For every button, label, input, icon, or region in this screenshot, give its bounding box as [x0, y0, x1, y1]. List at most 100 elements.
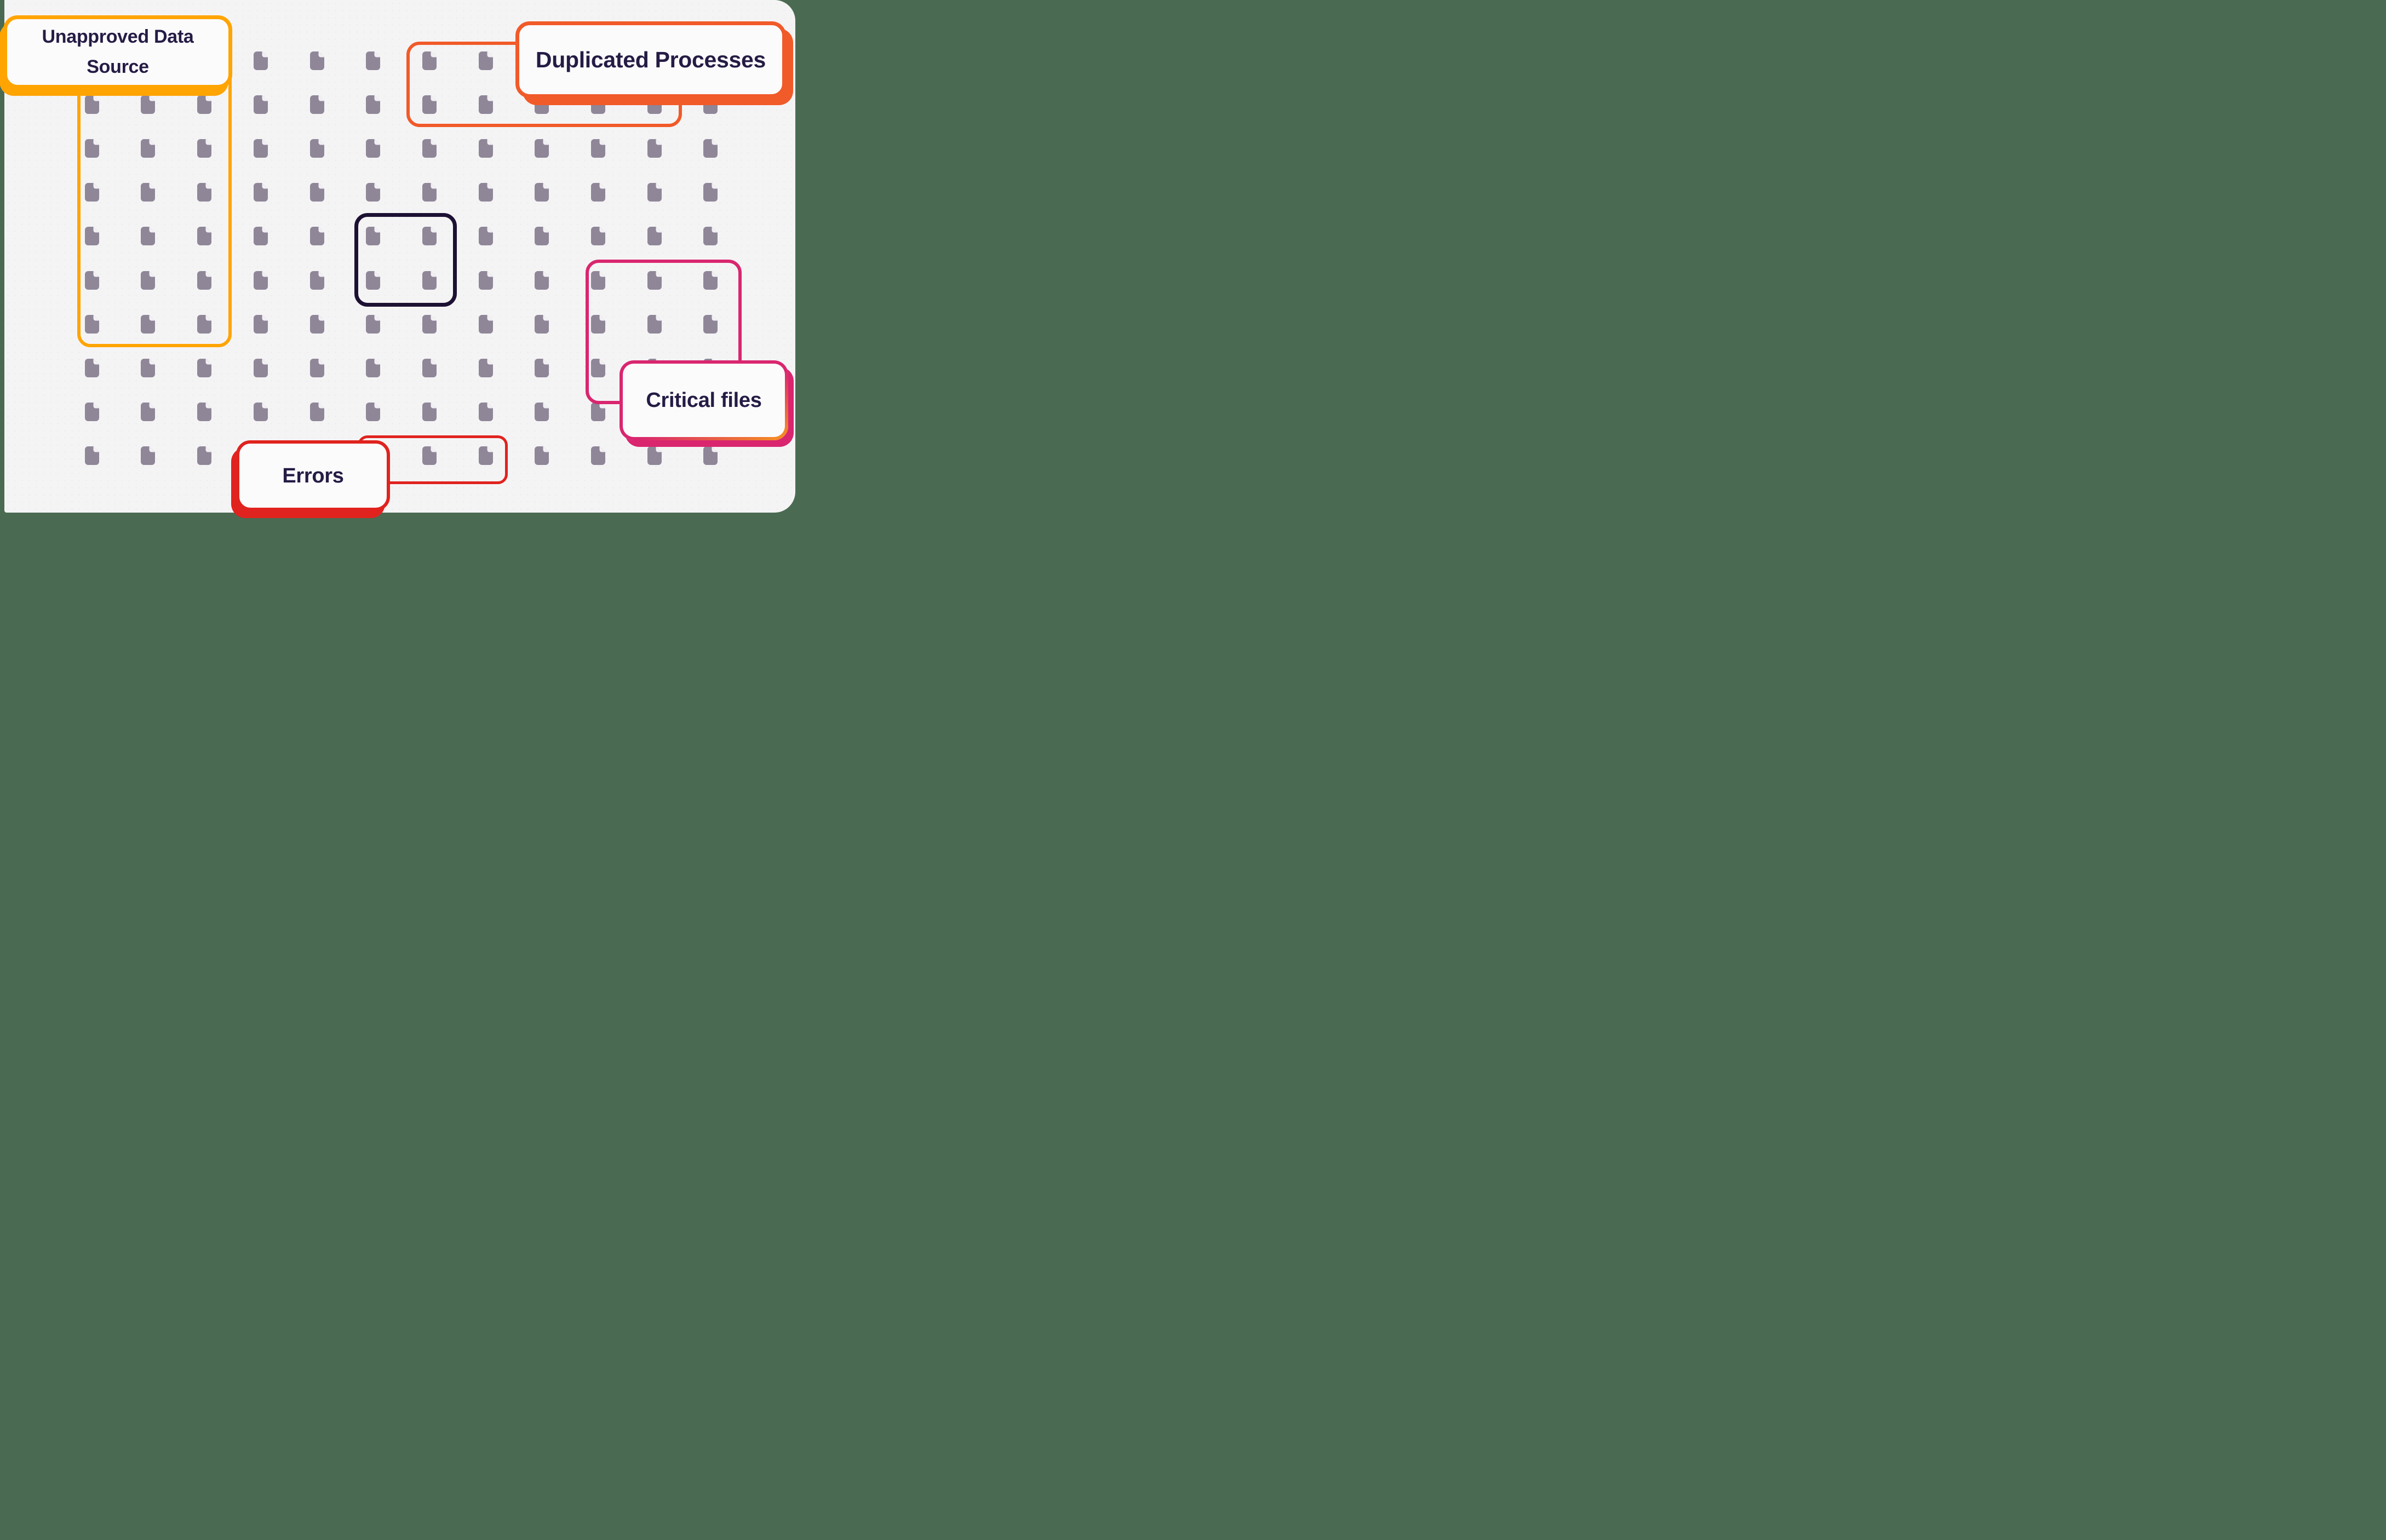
- file-icon: [84, 402, 99, 421]
- file-icon: [422, 358, 437, 377]
- file-icon: [535, 139, 549, 158]
- file-icon: [253, 51, 268, 70]
- file-icon: [141, 358, 156, 377]
- file-icon: [253, 358, 268, 377]
- file-icon: [309, 139, 324, 158]
- file-icon: [535, 227, 549, 246]
- file-icon: [141, 271, 156, 290]
- file-icon: [84, 446, 99, 465]
- critical-label: Critical files: [620, 360, 788, 440]
- file-icon: [197, 358, 212, 377]
- file-icon: [478, 183, 493, 202]
- file-icon: [366, 183, 381, 202]
- file-icon: [197, 446, 212, 465]
- unapproved-label: Unapproved Data Source: [3, 15, 232, 89]
- file-icon: [197, 139, 212, 158]
- file-icon: [253, 227, 268, 246]
- file-icon: [253, 314, 268, 334]
- file-icon: [253, 183, 268, 202]
- file-icon: [141, 402, 156, 421]
- file-icon: [703, 95, 718, 114]
- file-icon: [703, 183, 718, 202]
- file-icon: [591, 183, 605, 202]
- file-icon: [197, 402, 212, 421]
- errors-label-text: Errors: [282, 464, 344, 487]
- file-icon: [141, 95, 156, 114]
- file-icon: [703, 227, 718, 246]
- critical-label-inner: Critical files: [623, 364, 785, 437]
- file-icon: [478, 402, 493, 421]
- file-icon: [591, 314, 605, 334]
- file-icon: [197, 314, 212, 334]
- file-icon: [141, 314, 156, 334]
- file-icon: [84, 183, 99, 202]
- file-icon: [197, 271, 212, 290]
- file-icon: [309, 227, 324, 246]
- file-icon: [478, 139, 493, 158]
- file-icon: [478, 358, 493, 377]
- diagram-canvas: { "title": "Files risk overview diagram"…: [0, 0, 795, 513]
- unapproved-region-outline: [77, 52, 232, 347]
- file-icon: [309, 183, 324, 202]
- file-icon: [253, 139, 268, 158]
- file-icon: [703, 314, 718, 334]
- unapproved-label-line2: Source: [87, 56, 149, 77]
- file-icon: [591, 227, 605, 246]
- file-icon: [366, 139, 381, 158]
- file-icon: [535, 402, 549, 421]
- file-icon: [647, 314, 662, 334]
- file-icon: [84, 314, 99, 334]
- file-icon: [478, 51, 493, 70]
- file-icon: [141, 183, 156, 202]
- file-icon: [478, 271, 493, 290]
- file-icon: [309, 402, 324, 421]
- file-icon: [647, 227, 662, 246]
- file-icon: [366, 358, 381, 377]
- file-icon: [703, 446, 718, 465]
- duplicated-label-text: Duplicated Processes: [535, 47, 766, 72]
- file-icon: [141, 446, 156, 465]
- file-icon: [253, 271, 268, 290]
- file-icon: [141, 139, 156, 158]
- file-icon: [478, 314, 493, 334]
- file-icon: [478, 446, 493, 465]
- file-icon: [309, 51, 324, 70]
- file-icon: [366, 95, 381, 114]
- file-icon: [253, 402, 268, 421]
- file-icon: [309, 358, 324, 377]
- file-icon: [197, 183, 212, 202]
- file-icon: [703, 139, 718, 158]
- file-icon: [197, 95, 212, 114]
- file-icon: [535, 183, 549, 202]
- file-icon: [84, 139, 99, 158]
- file-icon: [422, 314, 437, 334]
- file-icon: [366, 51, 381, 70]
- file-icon: [647, 183, 662, 202]
- file-icon: [703, 271, 718, 290]
- critical-label-text: Critical files: [646, 388, 762, 412]
- file-icon: [422, 51, 437, 70]
- file-icon: [591, 139, 605, 158]
- file-icon: [422, 402, 437, 421]
- file-icon: [535, 314, 549, 334]
- file-icon: [366, 402, 381, 421]
- file-icon: [422, 183, 437, 202]
- file-icon: [366, 227, 381, 246]
- file-icon: [366, 314, 381, 334]
- file-icon: [591, 402, 605, 421]
- errors-label: Errors: [236, 440, 390, 511]
- file-icon: [647, 139, 662, 158]
- file-icon: [535, 446, 549, 465]
- file-icon: [422, 95, 437, 114]
- file-icon: [647, 271, 662, 290]
- file-icon: [253, 95, 268, 114]
- file-icon: [84, 95, 99, 114]
- file-icon: [84, 358, 99, 377]
- file-icon: [591, 446, 605, 465]
- file-icon: [84, 227, 99, 246]
- unapproved-label-line1: Unapproved Data: [42, 26, 194, 47]
- file-icon: [422, 227, 437, 246]
- file-icon: [478, 95, 493, 114]
- file-icon: [309, 271, 324, 290]
- file-icon: [591, 271, 605, 290]
